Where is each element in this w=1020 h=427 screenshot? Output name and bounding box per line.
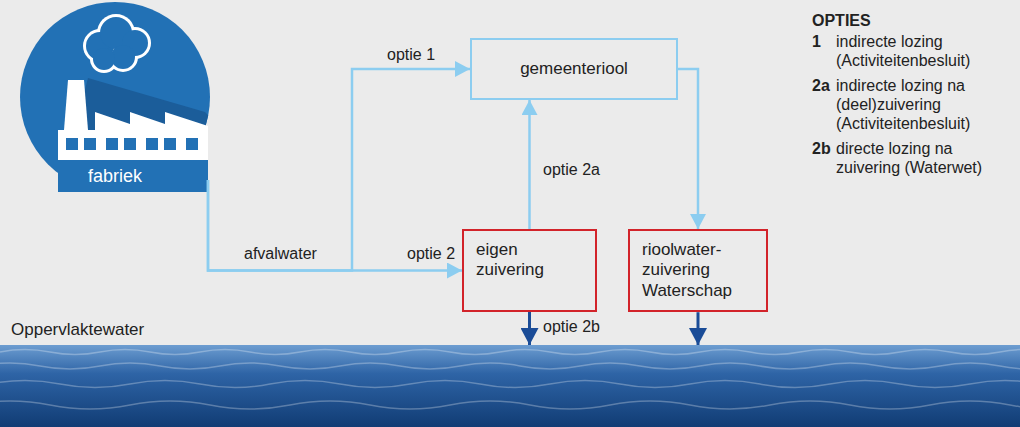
option-text: indirecte lozing na (deel)zuivering (Act…	[836, 76, 1012, 133]
connector-arrow	[697, 312, 700, 345]
options-note: OPTIES 1indirecte lozing (Activiteitenbes…	[812, 11, 1016, 183]
treatment-box: eigen zuivering	[462, 229, 597, 312]
note-heading: OPTIES	[812, 11, 1016, 30]
edge-label-holder: optie 2b	[541, 317, 602, 336]
connector-arrow	[208, 69, 470, 271]
factory-circle: fabriek	[20, 2, 210, 192]
edge-label: optie 2b	[541, 317, 602, 336]
connector-arrow	[528, 312, 531, 345]
edge-label-holder: optie 1	[385, 45, 437, 64]
connector-arrow	[208, 180, 462, 271]
option-number: 1	[812, 32, 836, 70]
note-row: 2bdirecte lozing na zuivering (Waterwet)	[812, 139, 1016, 177]
edge-label: optie 2a	[541, 160, 602, 179]
node-text: eigen zuivering	[476, 240, 583, 281]
node-text: fabriek	[88, 165, 142, 187]
option-text: indirecte lozing (Activiteitenbesluit)	[836, 32, 1012, 70]
note-row: 1indirecte lozing (Activiteitenbesluit)	[812, 32, 1016, 70]
sewer-box: gemeenteriool	[470, 38, 678, 100]
factory-icon	[20, 2, 260, 260]
node-text: Oppervlaktewater	[11, 320, 144, 340]
option-number: 2a	[812, 76, 836, 133]
connector-arrow	[528, 100, 531, 229]
edge-label: optie 2	[405, 244, 457, 263]
node-text: rioolwater- zuivering Waterschap	[642, 240, 754, 301]
edge-label-holder: optie 2a	[541, 160, 602, 179]
note-row: 2aindirecte lozing na (deel)zuivering (A…	[812, 76, 1016, 133]
edge-label-holder: optie 2	[405, 244, 457, 263]
option-number: 2b	[812, 139, 836, 177]
flow-label-holder: afvalwater	[242, 244, 319, 263]
water-band: Oppervlaktewater	[0, 345, 1020, 427]
edge-label: optie 1	[385, 45, 437, 64]
node-text: gemeenteriool	[520, 59, 628, 79]
treatment-box: rioolwater- zuivering Waterschap	[628, 229, 768, 312]
option-text: directe lozing na zuivering (Waterwet)	[836, 139, 1012, 177]
connector-arrow	[678, 69, 698, 229]
water-surface	[0, 345, 1020, 427]
flow-label: afvalwater	[242, 244, 319, 263]
